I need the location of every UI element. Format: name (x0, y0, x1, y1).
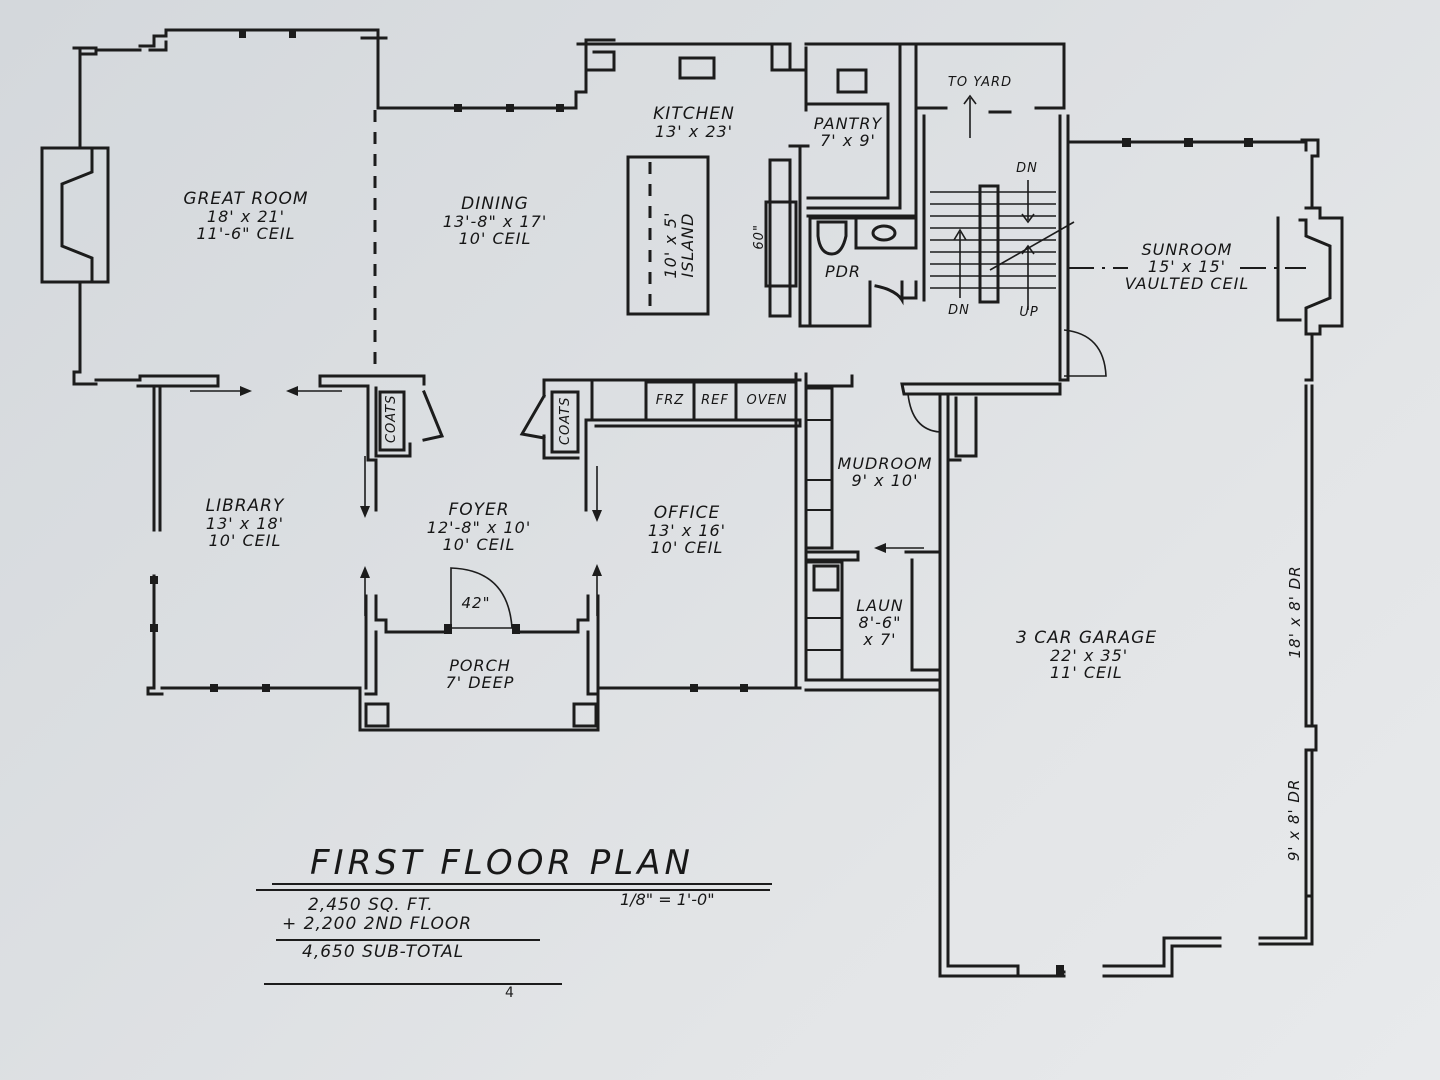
room-label-kitchen: KITCHEN 13' x 23' (634, 104, 754, 141)
room-name: GREAT ROOM (183, 189, 309, 209)
subtotal-area: 4,650 SUB-TOTAL (302, 942, 465, 963)
room-name: LIBRARY (205, 496, 285, 516)
room-size: 9' x 10' (851, 470, 919, 490)
stair-down-label-top: DN (1016, 161, 1038, 176)
room-name: DINING (461, 194, 529, 214)
room-label-sunroom: SUNROOM 15' x 15' VAULTED CEIL (1112, 240, 1262, 293)
room-ceiling: 10' CEIL (458, 228, 532, 248)
stairs (914, 94, 1107, 382)
first-floor-area: 2,450 SQ. FT. (308, 895, 434, 915)
sunroom-walls (1066, 138, 1344, 382)
porch (364, 567, 600, 728)
interior-walls (146, 372, 1062, 732)
room-size: 13' x 16' (647, 520, 727, 540)
room-name: PORCH (449, 656, 511, 675)
room-ceiling: 11' CEIL (1050, 662, 1123, 682)
room-label-office: OFFICE 13' x 16' 10' CEIL (632, 503, 742, 557)
room-ceiling: 10' CEIL (442, 534, 516, 554)
drawing-scale: 1/8" = 1'-0" (620, 890, 715, 909)
area-summary: 2,450 SQ. FT. + 2,200 2ND FLOOR 4,650 SU… (282, 896, 472, 962)
room-label-foyer: FOYER 12'-8" x 10' 10' CEIL (414, 500, 544, 554)
room-label-dining: DINING 13'-8" x 17' 10' CEIL (420, 194, 570, 248)
room-ceiling: 10' CEIL (650, 537, 724, 557)
front-door-width: 42" (461, 594, 491, 612)
room-name: LAUN (856, 596, 904, 615)
room-label-garage: 3 CAR GARAGE 22' x 35' 11' CEIL (1016, 628, 1226, 682)
room-ceiling: VAULTED CEIL (1124, 273, 1250, 293)
page-number: 4 (505, 985, 514, 1001)
room-label-pantry: PANTRY 7' x 9' (806, 114, 890, 150)
room-size: 12'-8" x 10' (426, 517, 532, 537)
room-name: KITCHEN (653, 104, 735, 124)
room-name: SUNROOM (1141, 240, 1233, 259)
room-ceiling: 11'-6" CEIL (196, 223, 296, 243)
great-room-walls (40, 28, 412, 388)
window-mullion (239, 30, 246, 38)
window-mullion (506, 104, 514, 112)
garage-walls (938, 384, 1318, 978)
room-size: 8'-6" (858, 612, 902, 632)
room-label-laundry: LAUN 8'-6" x 7' (850, 596, 910, 649)
freezer-label: FRZ (655, 393, 685, 408)
room-name: FOYER (448, 500, 510, 520)
room-ceiling: 10' CEIL (208, 530, 282, 550)
room-name: 3 CAR GARAGE (1016, 628, 1158, 648)
refrigerator-label: REF (701, 393, 729, 408)
drawing-title: FIRST FLOOR PLAN (310, 843, 694, 883)
room-label-great-room: GREAT ROOM 18' x 21' 11'-6" CEIL (156, 189, 336, 243)
window-mullion (289, 30, 296, 38)
room-size-2: x 7' (863, 629, 897, 649)
window-mullion (454, 104, 462, 112)
room-name: MUDROOM (837, 454, 933, 473)
room-size: 13' x 23' (654, 121, 734, 141)
room-size: 18' x 21' (206, 206, 286, 226)
window-mullion (556, 104, 564, 112)
room-size: 13'-8" x 17' (442, 211, 548, 231)
room-name: PANTRY (813, 114, 883, 133)
room-label-powder: PDR (818, 262, 868, 281)
room-size: 22' x 35' (1050, 645, 1129, 665)
second-floor-area: + 2,200 2ND FLOOR (282, 913, 473, 934)
stair-down-label-bottom: DN (948, 303, 970, 318)
room-name: PDR (824, 262, 862, 281)
room-size: 15' x 15' (1147, 256, 1227, 276)
room-name: OFFICE (653, 503, 721, 523)
room-size: 7' DEEP (445, 672, 515, 692)
room-label-mudroom: MUDROOM 9' x 10' (830, 454, 940, 490)
room-size: 7' x 9' (820, 130, 876, 150)
room-size: 13' x 18' (205, 513, 285, 533)
circulation-arrows (190, 386, 924, 616)
room-label-library: LIBRARY 13' x 18' 10' CEIL (190, 496, 300, 550)
oven-label: OVEN (746, 393, 788, 408)
room-label-porch: PORCH 7' DEEP (420, 656, 540, 692)
kitchen-island (626, 155, 710, 316)
stair-up-label: UP (1019, 305, 1039, 320)
to-yard-label: TO YARD (947, 75, 1013, 90)
